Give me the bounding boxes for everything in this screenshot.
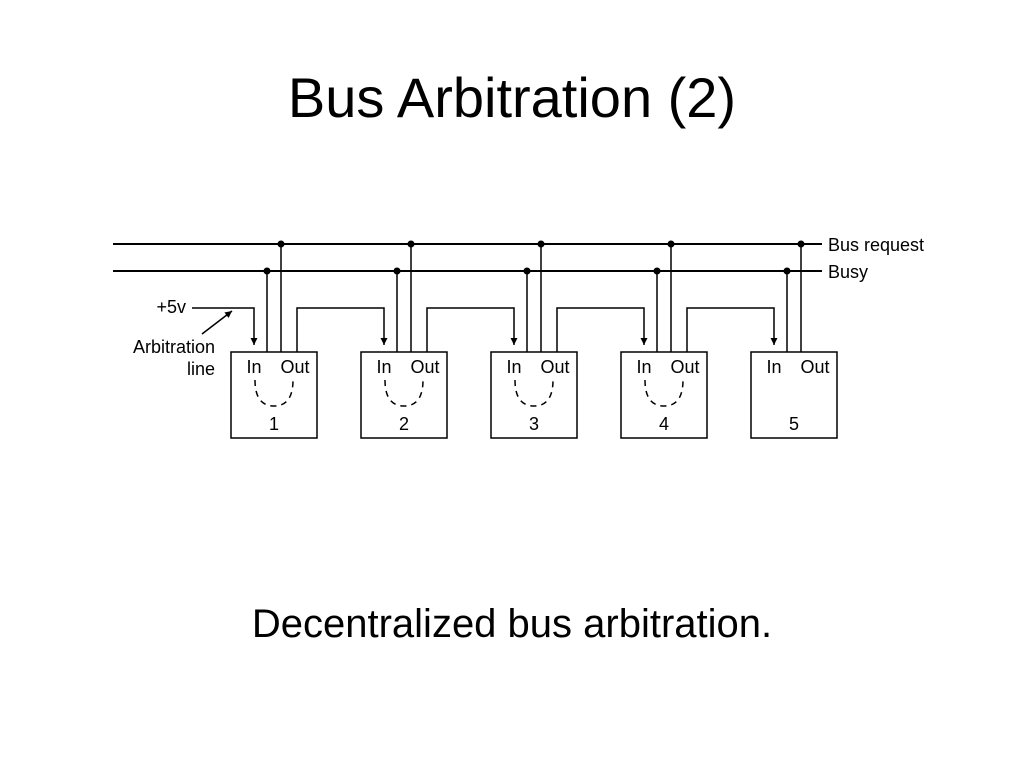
- device-3: In Out 3: [490, 240, 648, 439]
- out-to-next-wire: [686, 307, 778, 352]
- passthrough-path: [254, 379, 294, 407]
- passthrough-path: [384, 379, 424, 407]
- busy-junction: [523, 267, 531, 275]
- out-label: Out: [540, 357, 569, 377]
- bus-request-junction: [407, 240, 415, 248]
- device-number: 3: [529, 414, 539, 434]
- passthrough-path: [514, 379, 554, 407]
- device-number: 1: [269, 414, 279, 434]
- device-box: [750, 351, 838, 439]
- out-to-next-wire: [296, 307, 388, 352]
- passthrough-path: [644, 379, 684, 407]
- out-label: Out: [800, 357, 829, 377]
- bus-request-junction: [277, 240, 285, 248]
- out-label: Out: [670, 357, 699, 377]
- voltage-label: +5v: [156, 297, 186, 317]
- busy-junction: [263, 267, 271, 275]
- out-to-next-wire: [556, 307, 648, 352]
- out-to-next-wire: [426, 307, 518, 352]
- device-2: In Out 2: [360, 240, 518, 439]
- device-4: In Out 4: [620, 240, 778, 439]
- arbitration-input-wire: [192, 307, 258, 345]
- device-number: 4: [659, 414, 669, 434]
- bus-request-junction: [797, 240, 805, 248]
- busy-line: Busy: [113, 262, 868, 282]
- arbitration-pointer-arrow: [201, 310, 233, 335]
- busy-junction: [783, 267, 791, 275]
- in-label: In: [246, 357, 261, 377]
- in-label: In: [506, 357, 521, 377]
- slide-caption: Decentralized bus arbitration.: [251, 602, 773, 646]
- out-label: Out: [280, 357, 309, 377]
- device-box: [620, 351, 708, 439]
- device-1: In Out 1: [230, 240, 388, 439]
- device-number: 5: [789, 414, 799, 434]
- arbitration-label: Arbitration: [133, 337, 215, 357]
- arbitration-line-label: line: [187, 359, 215, 379]
- in-label: In: [636, 357, 651, 377]
- in-label: In: [766, 357, 781, 377]
- arbitration-source: +5v Arbitration line: [133, 297, 258, 379]
- out-label: Out: [410, 357, 439, 377]
- bus-request-label: Bus request: [828, 235, 924, 255]
- busy-label: Busy: [828, 262, 868, 282]
- device-5: In Out 5: [750, 240, 838, 439]
- slide-title: Bus Arbitration (2): [287, 66, 737, 129]
- device-box: [490, 351, 578, 439]
- busy-junction: [653, 267, 661, 275]
- bus-request-line: Bus request: [113, 235, 924, 255]
- device-box: [230, 351, 318, 439]
- device-number: 2: [399, 414, 409, 434]
- bus-request-junction: [667, 240, 675, 248]
- bus-request-junction: [537, 240, 545, 248]
- device-box: [360, 351, 448, 439]
- in-label: In: [376, 357, 391, 377]
- busy-junction: [393, 267, 401, 275]
